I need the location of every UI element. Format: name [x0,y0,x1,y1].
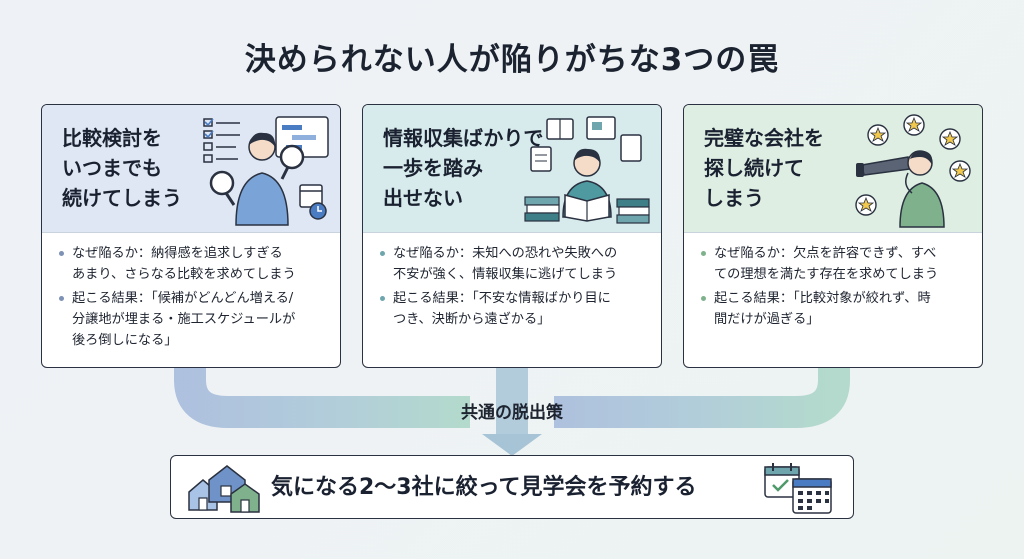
calendar-icon [764,463,832,514]
trap-card-2-body: なぜ陥るか：未知への恐れや失敗への 不安が強く、情報収集に逃げてしまう 起こる結… [363,233,661,330]
trap-card-3: 完璧な会社を 探し続けて しまう [683,104,983,368]
trap-card-3-header: 完璧な会社を 探し続けて しまう [684,105,982,233]
shared-solution-label: 共通の脱出策 [461,403,563,423]
trap-card-2-header: 情報収集ばかりで 一歩を踏み 出せない [363,105,661,233]
flow-left-branch [174,366,470,428]
trap-card-2-title: 情報収集ばかりで 一歩を踏み 出せない [383,126,544,210]
trap-card-3-result: 起こる結果：「比較対象が絞れず、時 間だけが過ぎる」 [700,288,968,330]
comparing-person-icon [203,116,329,226]
trap-card-1-cause: なぜ陥るか：納得感を追求しすぎる あまり、さらなる比較を求めてしまう [58,243,326,285]
solution-text: 気になる2〜3社に絞って見学会を予約する [271,475,697,500]
flow-right-branch [554,366,850,428]
solution-box: 気になる2〜3社に絞って見学会を予約する [170,455,854,519]
trap-card-2: 情報収集ばかりで 一歩を踏み 出せない [362,104,662,368]
trap-card-1-body: なぜ陥るか：納得感を追求しすぎる あまり、さらなる比較を求めてしまう 起こる結果… [42,233,340,351]
trap-card-1-title: 比較検討を いつまでも 続けてしまう [62,126,182,210]
trap-card-2-result: 起こる結果：「不安な情報ばかり目に つき、決断から遠ざかる」 [379,288,647,330]
trap-card-1: 比較検討を いつまでも 続けてしまう [41,104,341,368]
flow-center-stem [496,366,528,436]
trap-card-3-body: なぜ陥るか：欠点を許容できず、すべ ての理想を満たす存在を求めてしまう 起こる結… [684,233,982,330]
page-title: 決められない人が陥りがちな3つの罠 [244,42,780,78]
trap-card-1-header: 比較検討を いつまでも 続けてしまう [42,105,340,233]
trap-card-3-title: 完璧な会社を 探し続けて しまう [704,126,824,210]
reading-person-icon [524,116,650,224]
trap-card-1-result: 起こる結果：「候補がどんどん増える/ 分譲地が埋まる・施工スケジュールが 後ろ倒… [58,288,326,351]
houses-icon [188,465,260,513]
trap-card-3-cause: なぜ陥るか：欠点を許容できず、すべ ての理想を満たす存在を求めてしまう [700,243,968,285]
telescope-person-icon [855,114,971,228]
flow-arrow-head [482,434,542,456]
trap-card-2-cause: なぜ陥るか：未知への恐れや失敗への 不安が強く、情報収集に逃げてしまう [379,243,647,285]
